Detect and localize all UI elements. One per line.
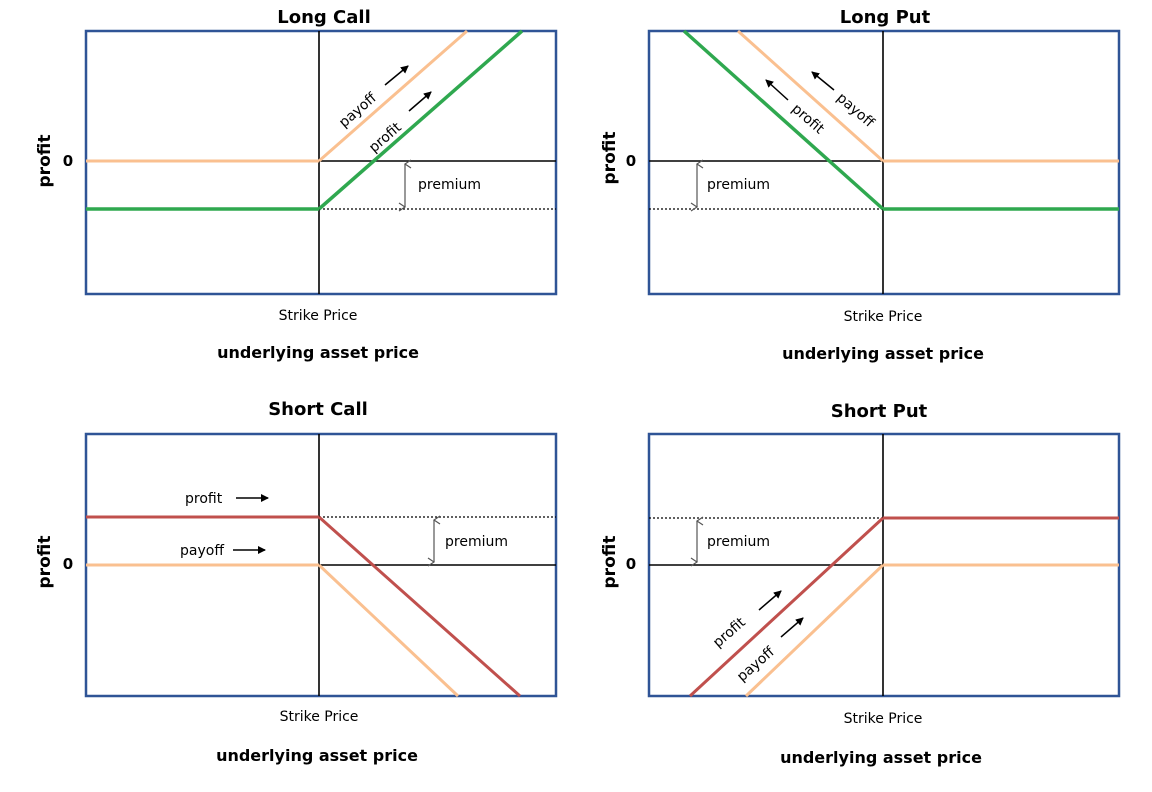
panel-long-put: Long Put premium payoff profit 0 profit … bbox=[600, 7, 1121, 363]
panel-short-put: Short Put premium profit payoff 0 profit… bbox=[600, 401, 1121, 767]
strike-price-label: Strike Price bbox=[280, 709, 359, 725]
strike-price-label: Strike Price bbox=[844, 309, 923, 325]
payoff-line-rising bbox=[318, 29, 468, 163]
profit-direction-arrow bbox=[765, 79, 789, 101]
panel-title: Long Put bbox=[840, 7, 931, 28]
profit-line-falling bbox=[682, 29, 885, 211]
panel-long-call: Long Call premium payoff profit 0 profit… bbox=[35, 7, 558, 362]
strike-price-label: Strike Price bbox=[279, 308, 358, 324]
panel-title: Short Call bbox=[268, 399, 368, 420]
profit-direction-arrow bbox=[758, 590, 782, 611]
profit-line-rising bbox=[317, 29, 524, 211]
payoff-line-rising bbox=[744, 563, 885, 698]
x-axis-label: underlying asset price bbox=[216, 746, 418, 765]
panel-short-call: Short Call premium profit payoff 0 profi… bbox=[35, 399, 558, 765]
y-axis-label: profit bbox=[600, 536, 620, 589]
zero-tick-label: 0 bbox=[63, 152, 73, 170]
payoff-direction-arrow bbox=[780, 617, 804, 638]
zero-tick-label: 0 bbox=[63, 555, 73, 573]
premium-label: premium bbox=[418, 177, 481, 193]
zero-tick-label: 0 bbox=[626, 152, 636, 170]
panel-title: Long Call bbox=[277, 7, 371, 28]
payoff-direction-arrow bbox=[384, 65, 409, 86]
x-axis-label: underlying asset price bbox=[780, 748, 982, 767]
payoff-label: payoff bbox=[833, 90, 877, 131]
zero-tick-label: 0 bbox=[626, 555, 636, 573]
premium-label: premium bbox=[707, 177, 770, 193]
payoff-label: payoff bbox=[180, 543, 224, 559]
payoff-direction-arrow bbox=[811, 71, 835, 91]
profit-line-falling bbox=[318, 515, 521, 698]
payoff-line-falling bbox=[736, 29, 885, 163]
strike-price-label: Strike Price bbox=[844, 711, 923, 727]
y-axis-label: profit bbox=[35, 135, 55, 188]
y-axis-label: profit bbox=[35, 536, 55, 589]
x-axis-label: underlying asset price bbox=[782, 344, 984, 363]
profit-line-rising bbox=[688, 516, 885, 698]
profit-label: profit bbox=[185, 491, 223, 507]
x-axis-label: underlying asset price bbox=[217, 343, 419, 362]
y-axis-label: profit bbox=[600, 132, 620, 185]
profit-direction-arrow bbox=[408, 91, 432, 112]
payoff-line-falling bbox=[317, 563, 460, 698]
premium-label: premium bbox=[707, 534, 770, 550]
premium-label: premium bbox=[445, 534, 508, 550]
panel-title: Short Put bbox=[831, 401, 928, 422]
